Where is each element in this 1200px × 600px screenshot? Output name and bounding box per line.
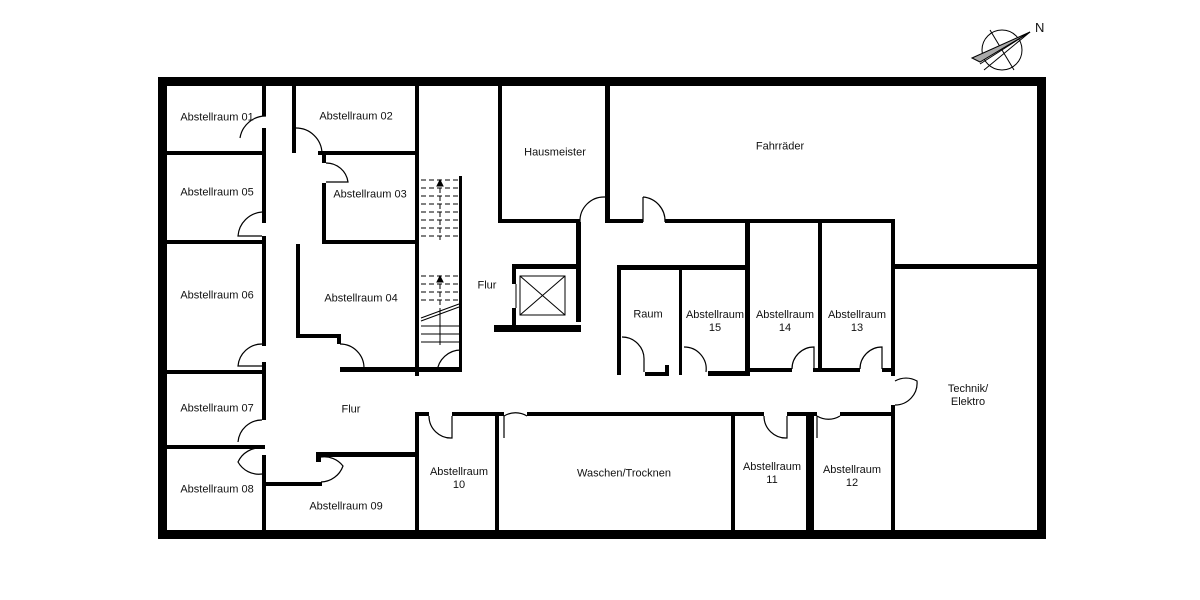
room-abstellraum-11: Abstellraum 11 — [742, 461, 802, 486]
staircase — [420, 178, 460, 345]
elevator — [515, 275, 566, 316]
room-abstellraum-08: Abstellraum 08 — [180, 483, 254, 496]
room-abstellraum-09: Abstellraum 09 — [309, 500, 383, 513]
room-flur-lower: Flur — [341, 403, 361, 416]
room-abstellraum-05: Abstellraum 05 — [180, 186, 254, 199]
room-abstellraum-02: Abstellraum 02 — [319, 110, 393, 123]
room-abstellraum-14: Abstellraum 14 — [755, 309, 815, 334]
room-abstellraum-04: Abstellraum 04 — [324, 292, 398, 305]
room-raum: Raum — [633, 308, 663, 321]
compass-icon — [970, 29, 1031, 71]
north-label: N — [1035, 20, 1045, 35]
room-fahrraeder: Fahrräder — [755, 140, 805, 153]
room-hausmeister: Hausmeister — [524, 146, 586, 159]
room-abstellraum-12: Abstellraum 12 — [822, 464, 882, 489]
doors — [237, 115, 918, 483]
room-waschen-trocknen: Waschen/Trocknen — [577, 467, 671, 480]
room-abstellraum-07: Abstellraum 07 — [180, 402, 254, 415]
walls — [158, 77, 1046, 539]
room-technik-elektro: Technik/ Elektro — [947, 383, 989, 408]
room-abstellraum-03: Abstellraum 03 — [333, 188, 407, 201]
room-flur-upper: Flur — [477, 279, 497, 292]
room-abstellraum-06: Abstellraum 06 — [180, 289, 254, 302]
room-abstellraum-10: Abstellraum 10 — [429, 466, 489, 491]
room-abstellraum-01: Abstellraum 01 — [180, 111, 254, 124]
room-abstellraum-15: Abstellraum 15 — [685, 309, 745, 334]
room-abstellraum-13: Abstellraum 13 — [827, 309, 887, 334]
